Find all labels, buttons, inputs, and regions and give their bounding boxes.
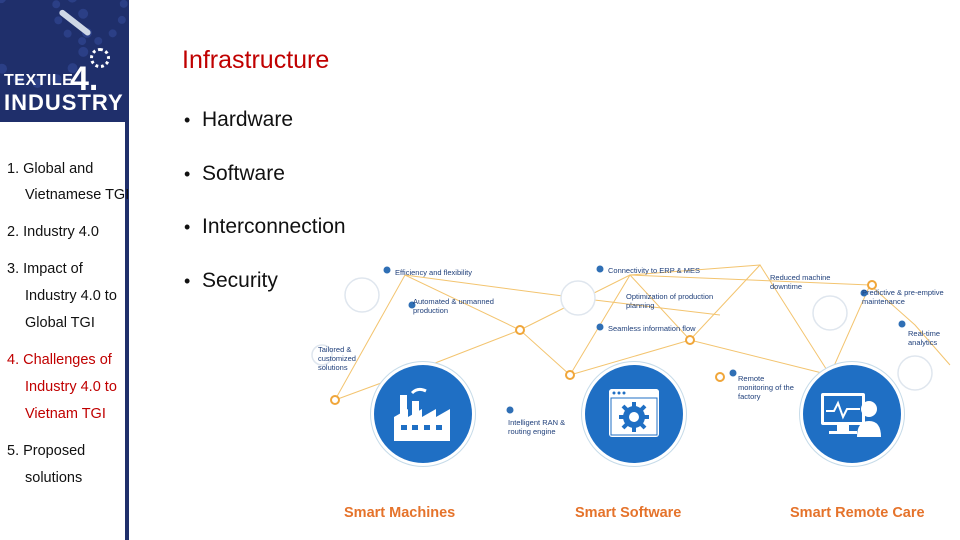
bullet-icon: • xyxy=(184,270,191,291)
gear-icon xyxy=(52,0,128,46)
sidebar-item-label: 2. Industry 4.0 xyxy=(7,224,99,240)
sidebar-item-label: Vietnamese TGI xyxy=(25,187,130,203)
smart-remote-care-circle xyxy=(803,365,901,463)
sidebar-item-impact[interactable]: 3. Impact of xyxy=(0,256,129,283)
label-intelligent: Intelligent RAN & routing engine xyxy=(508,418,566,436)
bullet-icon: • xyxy=(184,217,191,237)
label-seamless: Seamless information flow xyxy=(608,324,696,333)
sidebar-item-label: Industry 4.0 to xyxy=(25,379,117,395)
bullet-list: • Hardware • Software • Interconnection • Se… xyxy=(184,104,346,318)
gear-icon xyxy=(90,48,110,68)
sidebar-item-label: Industry 4.0 to xyxy=(25,288,117,304)
bullet-icon: • xyxy=(184,163,191,184)
label-efficiency: Efficiency and flexibility xyxy=(395,268,472,277)
bullet-item: • Hardware xyxy=(184,104,346,158)
bullet-item: • Software xyxy=(184,158,346,212)
factory-icon xyxy=(394,387,450,441)
sidebar-item-label: solutions xyxy=(25,470,83,486)
sidebar-item-challenges-line2[interactable]: Industry 4.0 to xyxy=(0,374,129,401)
bullet-label: Interconnection xyxy=(202,215,346,238)
bullet-label: Security xyxy=(202,268,278,292)
sidebar-item-challenges-line3[interactable]: Vietnam TGI xyxy=(0,401,129,428)
slide-title: Infrastructure xyxy=(182,46,330,74)
label-realtime: Real-time analytics xyxy=(908,329,941,347)
sidebar-item-impact-line3[interactable]: Global TGI xyxy=(0,310,129,337)
bullet-icon: • xyxy=(184,110,191,130)
caption-smart-software: Smart Software xyxy=(575,505,682,521)
label-tailored: Tailored & customized solutions xyxy=(318,345,356,372)
logo-text-number: 4. xyxy=(70,60,99,98)
sidebar-nav: 1. Global and Vietnamese TGI 2. Industry… xyxy=(0,156,129,492)
label-erp: Connectivity to ERP & MES xyxy=(608,266,700,275)
logo-text-industry: INDUSTRY xyxy=(4,90,124,115)
bullet-label: Software xyxy=(202,161,285,185)
sidebar-item-label: Vietnam TGI xyxy=(25,406,106,422)
label-optimization: Optimization of production planning xyxy=(626,292,714,310)
sidebar-item-label: 1. Global and xyxy=(7,161,94,177)
diagram-network-lines xyxy=(311,264,951,414)
sidebar-panel xyxy=(0,122,129,540)
label-remote-monitoring: Remote monitoring of the factory xyxy=(738,374,794,401)
textile-industry-logo: TEXTILE 4. INDUSTRY xyxy=(0,0,129,122)
sidebar-item-global-vietnamese-tgi-line2[interactable]: Vietnamese TGI xyxy=(0,182,129,209)
sidebar-item-proposed-solutions-line2[interactable]: solutions xyxy=(0,465,129,492)
label-downtime: Reduced machine downtime xyxy=(770,273,831,291)
caption-smart-remote-care: Smart Remote Care xyxy=(790,505,925,521)
sidebar-item-label: 5. Proposed xyxy=(7,443,86,459)
bullet-item: • Security xyxy=(184,265,346,319)
remote-monitor-operator-icon xyxy=(821,393,881,437)
logo-text-textile: TEXTILE xyxy=(4,72,74,89)
sidebar: TEXTILE 4. INDUSTRY 1. Global and Vietna… xyxy=(0,0,129,540)
software-window-gear-icon xyxy=(609,389,659,437)
caption-smart-machines: Smart Machines xyxy=(344,505,456,521)
smart-machines-circle xyxy=(374,365,472,463)
sidebar-item-label: 4. Challenges of xyxy=(7,352,112,368)
sidebar-item-impact-line2[interactable]: Industry 4.0 to xyxy=(0,283,129,310)
bullet-label: Hardware xyxy=(202,108,294,131)
label-automated: Automated & unmanned production xyxy=(413,297,494,315)
industry-4-diagram: Efficiency and flexibility Automated & u… xyxy=(310,255,960,540)
smart-software-circle xyxy=(585,365,683,463)
sidebar-border xyxy=(125,122,129,540)
label-predictive: Predictive & pre-emptive maintenance xyxy=(862,288,944,306)
sidebar-item-proposed-solutions[interactable]: 5. Proposed xyxy=(0,438,129,465)
sidebar-item-challenges[interactable]: 4. Challenges of xyxy=(0,347,129,374)
sidebar-item-industry-4[interactable]: 2. Industry 4.0 xyxy=(0,219,129,246)
sidebar-item-label: Global TGI xyxy=(25,315,95,331)
sidebar-item-label: 3. Impact of xyxy=(7,261,83,277)
sidebar-item-global-vietnamese-tgi[interactable]: 1. Global and xyxy=(0,156,129,183)
bullet-item: • Interconnection xyxy=(184,211,346,265)
